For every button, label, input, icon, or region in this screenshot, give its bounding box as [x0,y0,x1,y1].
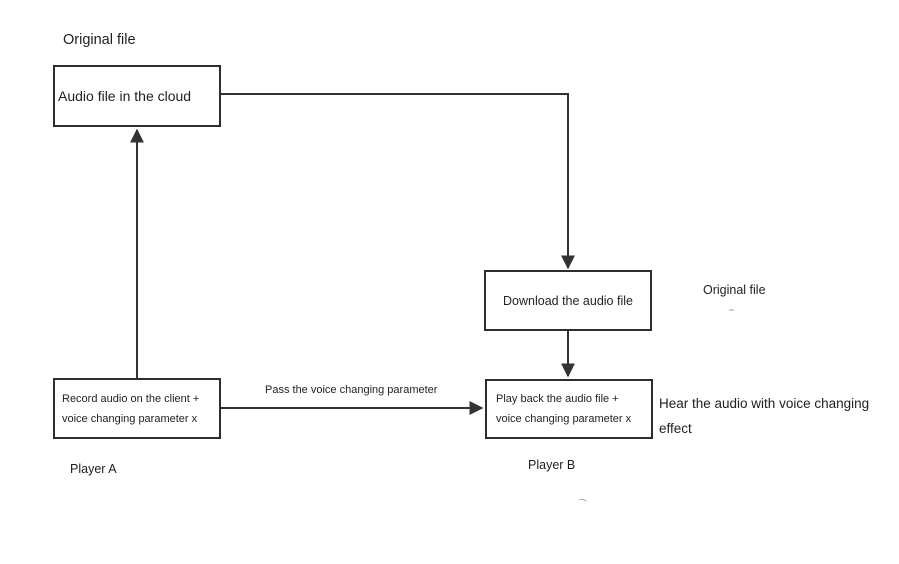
label-original-file-right: Original file [703,283,766,297]
box-playback-audio-file-line1: Play back the audio file + [496,393,619,405]
box-playback-audio-file: Play back the audio file + voice changin… [485,379,653,439]
scan-artifact-mark [577,497,588,506]
box-playback-audio-file-line2: voice changing parameter x [496,413,632,425]
box-record-audio-client: Record audio on the client + voice chang… [53,378,221,439]
label-player-a: Player A [70,462,117,476]
label-hear-effect: Hear the audio with voice changing effec… [659,396,870,436]
box-download-audio-file-text: Download the audio file [503,293,633,308]
label-pass-parameter: Pass the voice changing parameter [265,384,438,396]
box-record-audio-client-line2: voice changing parameter x [62,412,198,425]
box-download-audio-file: Download the audio file [484,270,652,331]
label-player-b: Player B [528,458,576,472]
box-audio-file-in-cloud-text: Audio file in the cloud [58,88,192,104]
box-audio-file-in-cloud: Audio file in the cloud [53,65,221,127]
connector-cloud-to-download [221,93,575,270]
label-original-file-top: Original file [63,32,136,48]
box-record-audio-client-line1: Record audio on the client + [62,392,200,405]
scan-artifact-dot [729,309,734,311]
